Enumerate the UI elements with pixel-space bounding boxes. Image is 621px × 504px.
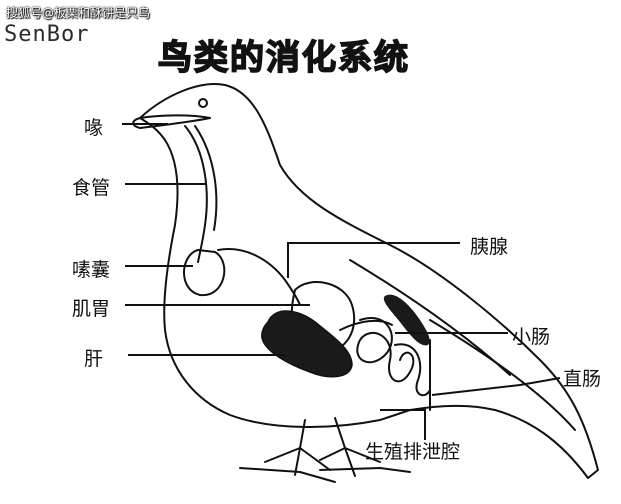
esophagus — [184, 125, 208, 263]
intestine-dark-segment — [383, 294, 430, 346]
wing-line — [349, 259, 511, 376]
eye — [198, 98, 208, 108]
tail-line — [429, 319, 576, 431]
esophagus-inner — [194, 125, 218, 231]
bird-outline — [139, 83, 599, 479]
brand-logo-text: SenBor — [4, 22, 90, 47]
label-esophagus: 食管 — [72, 177, 111, 199]
label-liver: 肝 — [84, 348, 104, 370]
label-rectum: 直肠 — [563, 368, 602, 390]
leg-left — [264, 419, 331, 476]
proventriculus — [217, 248, 301, 306]
label-beak: 喙 — [84, 117, 104, 139]
intestine-loop — [394, 343, 431, 397]
label-cloaca: 生殖排泄腔 — [365, 441, 461, 463]
label-pancreas: 胰腺 — [470, 236, 509, 258]
crop — [183, 249, 226, 297]
leg-right — [319, 417, 381, 477]
watermark-text: 搜狐号@板栗和酥饼是只鸟 — [6, 6, 151, 20]
leader-cloaca — [380, 409, 426, 440]
leader-rectum — [431, 377, 561, 396]
feet — [239, 467, 411, 483]
diagram-title: 鸟类的消化系统 — [157, 37, 410, 79]
label-small-intestine: 小肠 — [512, 326, 551, 348]
label-crop: 嗉囊 — [72, 259, 111, 281]
small-intestine — [356, 317, 415, 383]
leader-pancreas — [287, 242, 460, 278]
label-gizzard: 肌胃 — [72, 298, 111, 320]
pancreas — [339, 319, 393, 331]
liver — [261, 310, 353, 378]
